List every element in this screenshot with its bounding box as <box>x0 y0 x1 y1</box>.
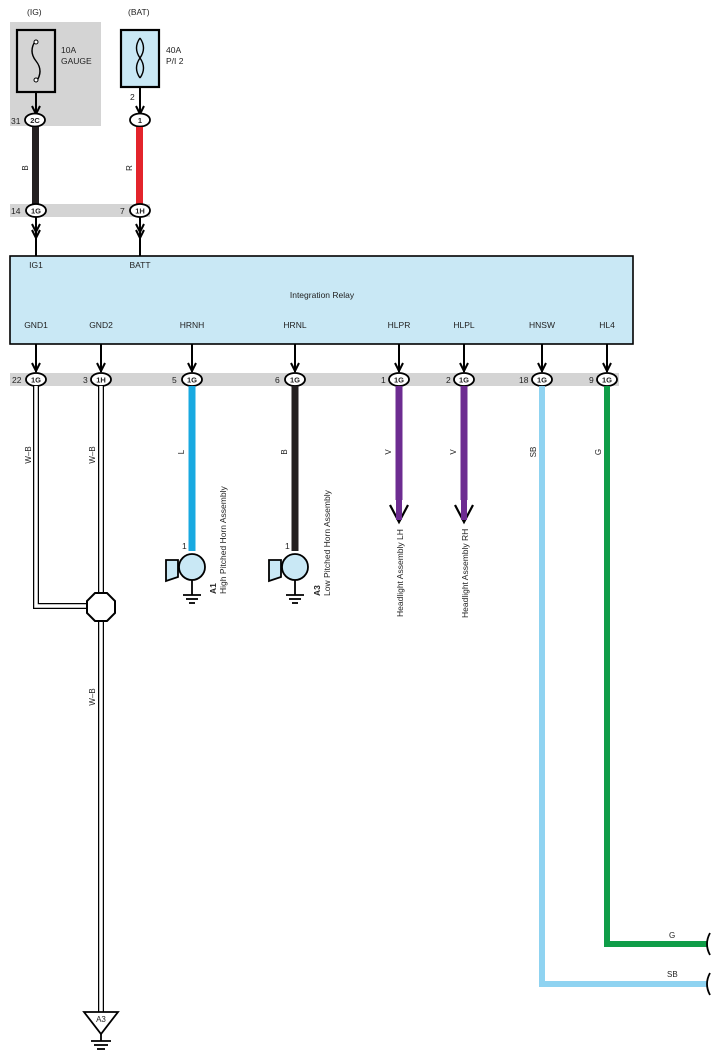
ig-pin-number: 31 <box>11 116 21 126</box>
connector-number: 9 <box>589 375 594 385</box>
bat-fuse-area: (BAT) 40A P/I 2 2 1 <box>119 7 184 128</box>
relay-pin-hnsw: HNSW <box>529 320 555 330</box>
bat-bus-label: (BAT) <box>128 7 150 17</box>
wire-label-g: G <box>594 449 603 455</box>
lower-connector-strip: 22 1G 3 1H 5 1G 6 1G 1 1G 2 1G 18 1G 9 1… <box>10 372 619 387</box>
wire-label-v: V <box>449 449 458 455</box>
upper-connector-strip: 14 1G 7 1H <box>10 203 151 256</box>
wire-hrnh: L <box>177 386 196 551</box>
bat-connector <box>129 112 151 128</box>
exit-label-g: G <box>669 931 675 940</box>
bat-pin-top: 2 <box>130 92 135 102</box>
ig-fuse-name: GAUGE <box>61 56 92 66</box>
wire-hnsw: SB SB <box>529 386 711 996</box>
wire-hrnl: B <box>280 386 299 551</box>
relay-pin-gnd1: GND1 <box>24 320 48 330</box>
horn-high-name: High Pitched Horn Assembly <box>218 486 228 594</box>
relay-pin-hl4: HL4 <box>599 320 615 330</box>
connector-label: 1G <box>187 376 197 385</box>
connector-number: 14 <box>11 206 21 216</box>
horn-high-pin: 1 <box>182 541 187 551</box>
wire-break-icon <box>706 972 711 996</box>
wire-label-r: R <box>125 165 134 171</box>
connector-number: 1 <box>381 375 386 385</box>
relay-pin-hrnl: HRNL <box>283 320 306 330</box>
connector-label: 1G <box>602 376 612 385</box>
relay-pin-ig1: IG1 <box>29 260 43 270</box>
wire-label-sb: SB <box>529 447 538 458</box>
wire-break-icon <box>706 932 711 956</box>
connector-label: 1G <box>31 207 41 216</box>
wire-hlpr: V Headlight Assembly LH <box>384 386 409 617</box>
relay-pin-hrnh: HRNH <box>180 320 205 330</box>
connector-label: 1G <box>290 376 300 385</box>
horn-high: 1 A1 High Pitched Horn Assembly <box>165 486 228 604</box>
connector-label: 1G <box>394 376 404 385</box>
lower-pin-arrows <box>31 344 612 374</box>
wire-label-wb: W–B <box>88 446 97 463</box>
relay-title: Integration Relay <box>290 290 355 300</box>
arrow-icon <box>31 223 41 241</box>
horn-high-id: A1 <box>208 583 218 594</box>
wire-b-upper <box>32 127 39 205</box>
connector-number: 6 <box>275 375 280 385</box>
connector-number: 2 <box>446 375 451 385</box>
splice-point <box>86 592 116 622</box>
bat-fuse-name: P/I 2 <box>166 56 184 66</box>
ig-fuse-amp: 10A <box>61 45 76 55</box>
arrow-icon <box>135 223 145 241</box>
connector-label: 1G <box>31 376 41 385</box>
relay-pin-batt: BATT <box>129 260 150 270</box>
horn-low-pin: 1 <box>285 541 290 551</box>
ground-symbol: A3 <box>82 1011 120 1050</box>
arrow-icon <box>389 504 409 525</box>
connector-number: 18 <box>519 375 529 385</box>
horn-low: 1 A3 Low Pitched Horn Assembly <box>268 489 332 604</box>
integration-relay: Integration Relay IG1 BATT GND1 GND2 HRN… <box>9 255 634 345</box>
headlight-lh-label: Headlight Assembly LH <box>395 529 405 617</box>
horn-low-id: A3 <box>312 585 322 596</box>
relay-box <box>9 255 634 345</box>
connector-label: 1G <box>537 376 547 385</box>
wire-r-upper <box>136 127 143 205</box>
wire-label-wb: W–B <box>24 446 33 463</box>
ig-connector-label: 2C <box>30 116 40 125</box>
bat-fuse-amp: 40A <box>166 45 181 55</box>
wire-gnd1: W–B <box>24 386 95 609</box>
connector-number: 3 <box>83 375 88 385</box>
exit-label-sb: SB <box>667 970 678 979</box>
wire-label-b: B <box>21 165 30 170</box>
connector-label: 1H <box>135 207 145 216</box>
ig-fuse-area: (IG) 10A GAUGE 31 2C <box>10 7 101 128</box>
ig-connector <box>24 112 46 128</box>
relay-pin-hlpl: HLPL <box>453 320 475 330</box>
fuse-icon <box>31 39 41 83</box>
bat-connector-label: 1 <box>138 116 142 125</box>
ig-bus-label: (IG) <box>27 7 42 17</box>
connector-number: 22 <box>12 375 22 385</box>
wire-hlpl: V Headlight Assembly RH <box>449 386 474 618</box>
wire-label-v: V <box>384 449 393 455</box>
connector-number: 5 <box>172 375 177 385</box>
connector-label: 1G <box>459 376 469 385</box>
wire-hl4: G G <box>594 386 711 956</box>
ground-point-label: A3 <box>96 1015 106 1024</box>
connector-label: 1H <box>96 376 106 385</box>
wire-label-b: B <box>280 449 289 454</box>
relay-pin-hlpr: HLPR <box>388 320 411 330</box>
horn-low-name: Low Pitched Horn Assembly <box>322 489 332 596</box>
upper-wires: B R <box>21 127 143 205</box>
ground-wire-label: W–B <box>88 688 97 705</box>
wire-gnd2: W–B W–B <box>88 386 104 1012</box>
horn-icon <box>165 559 179 583</box>
arrow-icon <box>454 504 474 525</box>
relay-pin-gnd2: GND2 <box>89 320 113 330</box>
headlight-rh-label: Headlight Assembly RH <box>460 529 470 618</box>
horn-icon <box>268 559 282 583</box>
connector-number: 7 <box>120 206 125 216</box>
wire-label-l: L <box>177 449 186 454</box>
